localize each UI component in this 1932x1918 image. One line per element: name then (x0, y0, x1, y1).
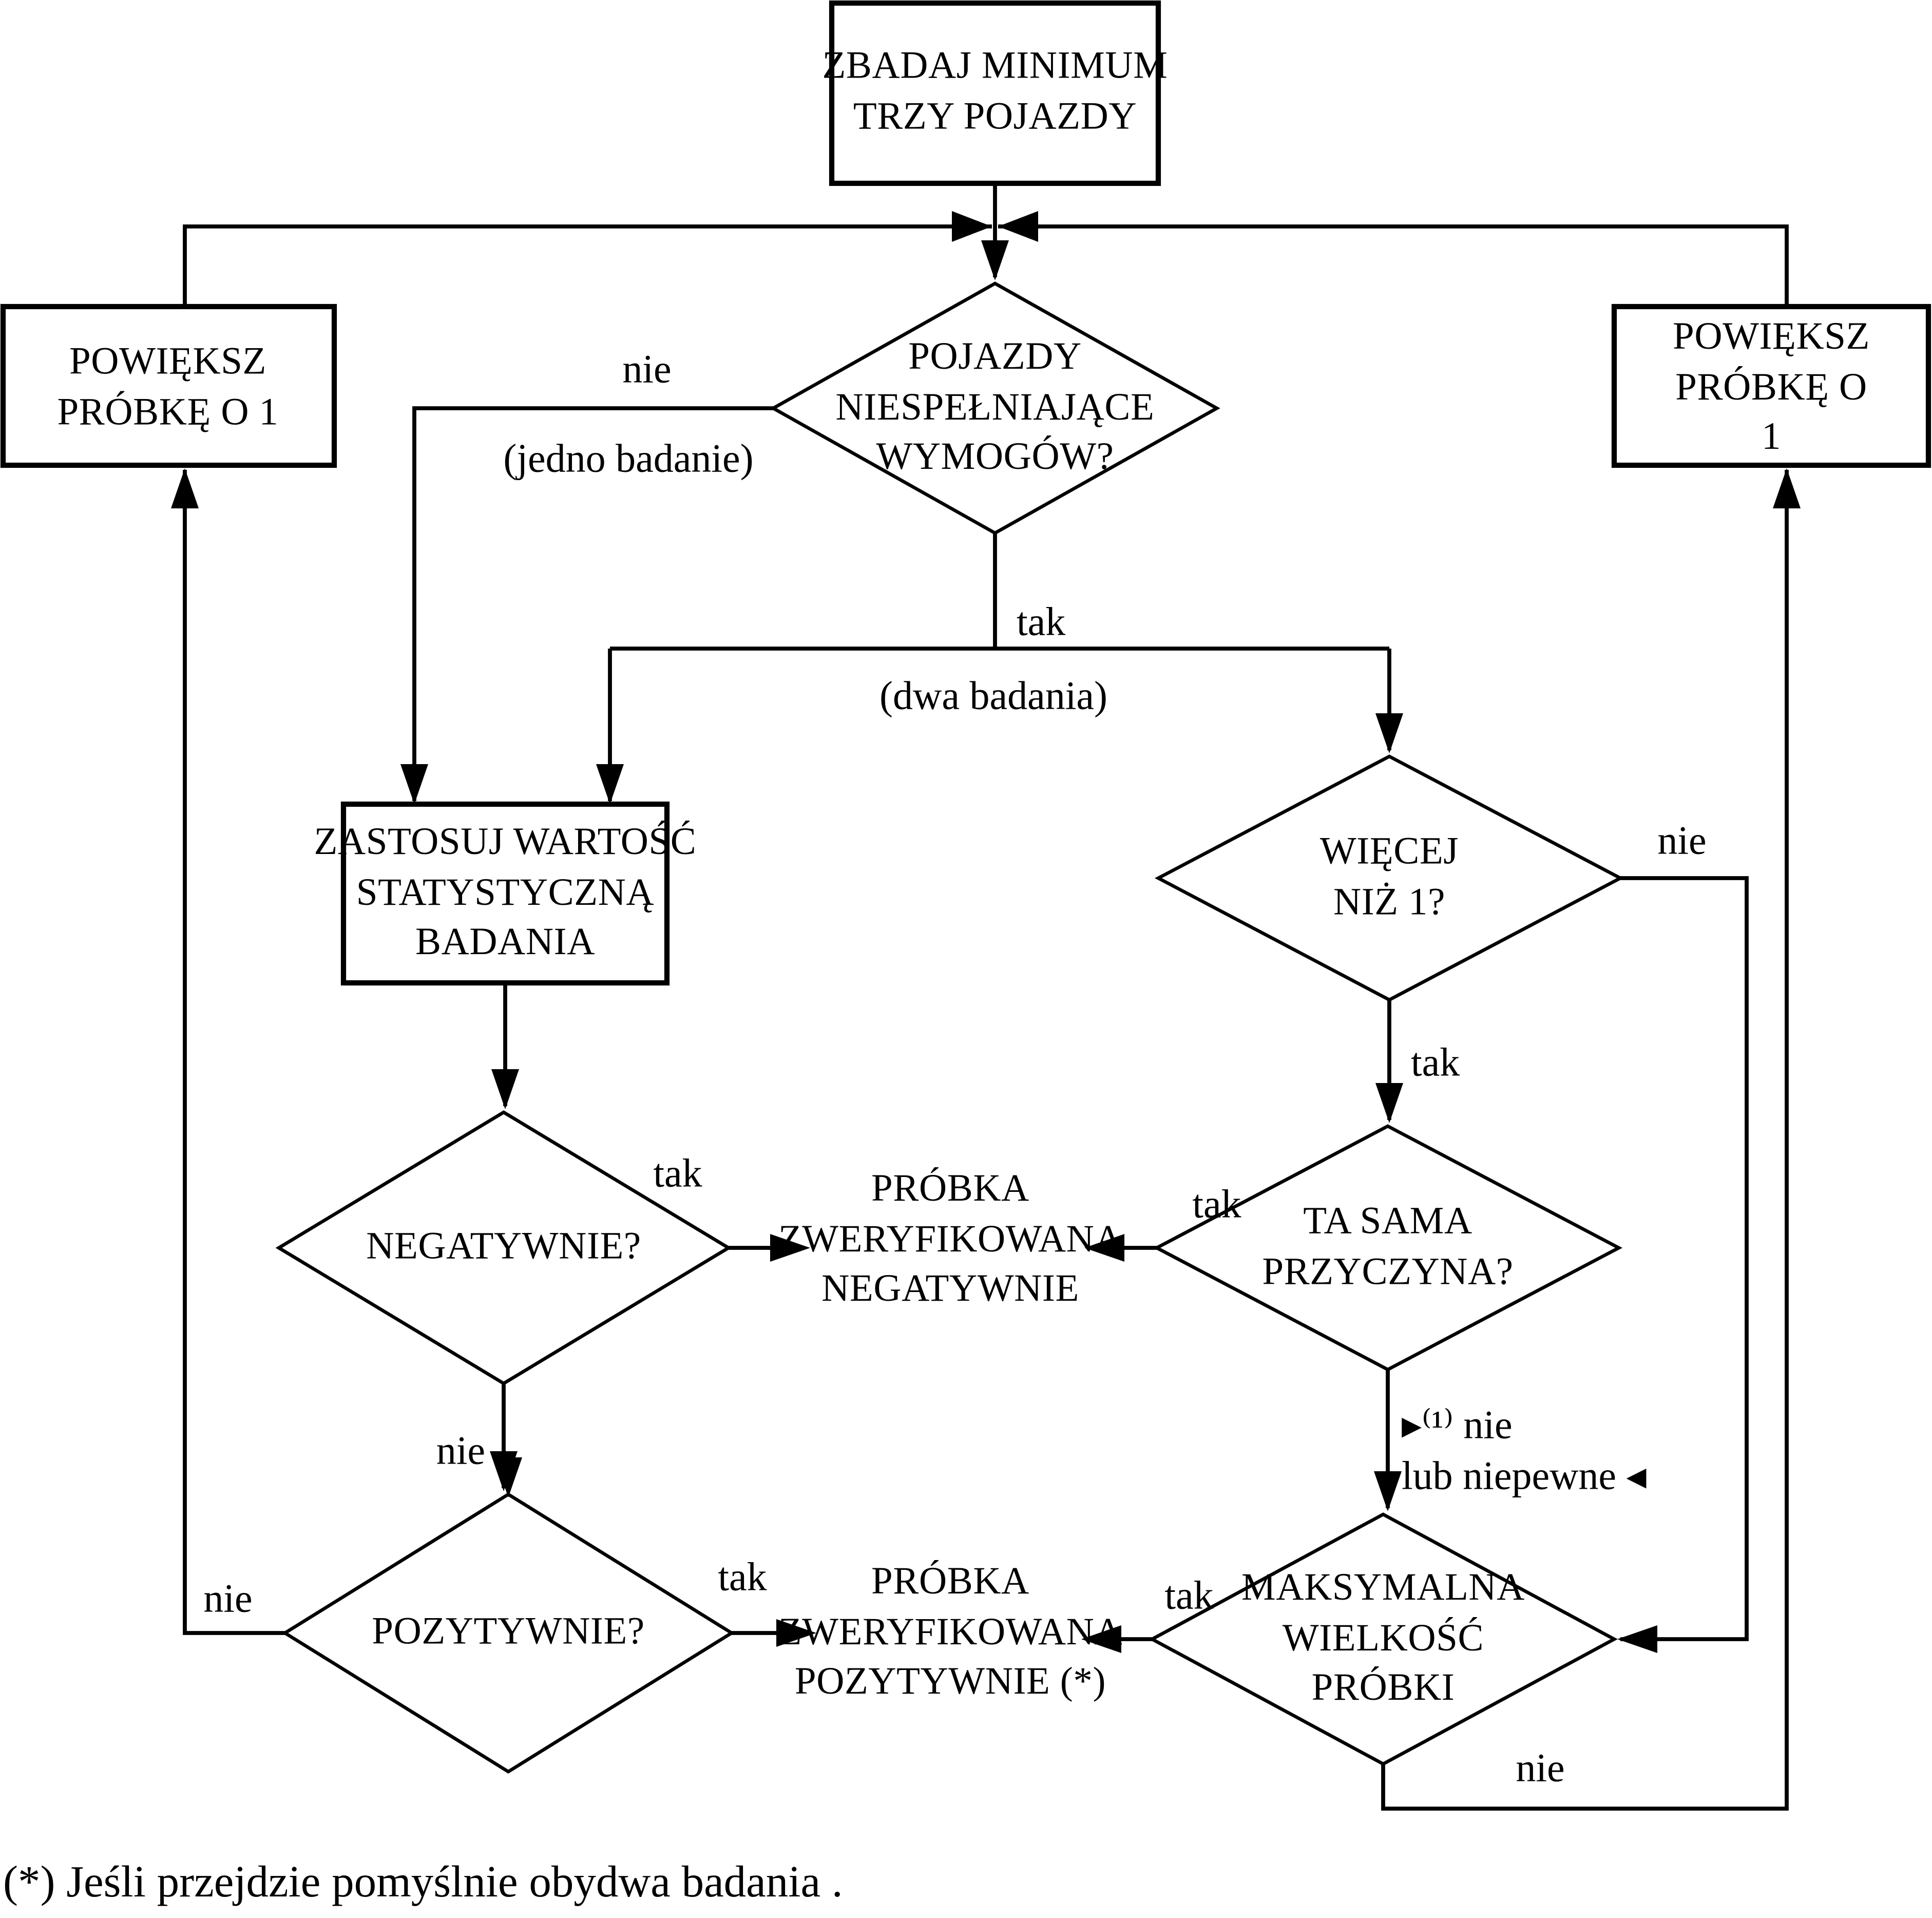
label-dwa-badania: (dwa badania) (879, 673, 1107, 718)
label-pojazdy-tak: tak (1017, 599, 1066, 644)
label-tasama-nie-lub-niepewne: ▸⁽¹⁾ nie lub niepewne ◂ (1402, 1402, 1647, 1498)
label-negatywnie-tak: tak (653, 1151, 702, 1196)
node-apply-statistic-box (340, 801, 670, 986)
edge-pojazdy-tak-split (608, 533, 1391, 802)
apply-statistic-label: ZASTOSUJ WARTOŚĆ STATYSTYCZNĄ BADANIA (314, 821, 697, 963)
arrow-into-zastosuj-left-icon (400, 764, 428, 805)
node-same-cause-diamond (1153, 1124, 1623, 1372)
arrow-into-pozytywnie-icon (494, 1457, 522, 1497)
arrow-into-maksymalna-icon (1617, 1625, 1657, 1653)
node-max-sample-size-diamond (1149, 1512, 1618, 1766)
node-enlarge-sample-right-box (1611, 303, 1931, 468)
same-cause-label: TA SAMA PRZYCZYNA? (1262, 1201, 1514, 1293)
edge-pojazdy-nie (412, 406, 773, 802)
label-jedno-badanie: (jedno badanie) (503, 436, 754, 481)
arrow-into-negatywnie-icon (491, 1069, 519, 1109)
edge-pozytywnie-nie (183, 470, 285, 1635)
node-enlarge-sample-left-box (0, 303, 337, 468)
start-box-label: ZBADAJ MINIMUM TRZY POJAZDY (822, 45, 1168, 138)
max-sample-size-label: MAKSYMALNA WIELKOŚĆ PRÓBKI (1241, 1567, 1525, 1709)
label-wiecej-tak: tak (1411, 1040, 1460, 1085)
sample-verified-negative-label: PRÓBKA ZWERYFIKOWANA NEGATYWNIE (778, 1168, 1123, 1310)
arrow-into-tasama-icon (1375, 1083, 1403, 1123)
arrow-negatywnie-tak-icon (770, 1233, 810, 1262)
arrow-maksymalna-tak-icon (1081, 1625, 1121, 1653)
label-pojazdy-nie: nie (622, 347, 672, 392)
label-negatywnie-nie: nie (436, 1428, 485, 1473)
arrow-into-right-box-icon (1772, 468, 1801, 509)
arrow-tasama-tak-icon (1084, 1233, 1124, 1262)
node-negative-diamond (275, 1110, 732, 1385)
arrow-pozytywnie-tak-icon (776, 1619, 816, 1647)
edge-maksymalna-nie (1381, 470, 1789, 1811)
node-vehicles-failing-diamond (770, 281, 1220, 535)
positive-label: POZYTYWNIE? (372, 1611, 645, 1653)
footnote: (*) Jeśli przejdzie pomyślnie obydwa bad… (3, 1858, 843, 1907)
arrow-tasama-nie-icon (1373, 1471, 1402, 1511)
edge-feedback-left-top (183, 224, 992, 307)
sample-verified-positive-label: PRÓBKA ZWERYFIKOWANA POZYTYWNIE (*) (778, 1561, 1123, 1703)
label-pozytywnie-tak: tak (718, 1554, 767, 1600)
edge-feedback-right-top (998, 224, 1789, 307)
node-positive-diamond (281, 1492, 735, 1774)
negative-label: NEGATYWNIE? (366, 1226, 641, 1268)
label-wiecej-nie: nie (1657, 818, 1707, 863)
enlarge-sample-right-label: POWIĘKSZ PRÓBKĘ O 1 (1673, 316, 1870, 458)
label-pozytywnie-nie: nie (203, 1576, 253, 1621)
edge-wiecej-nie (1620, 876, 1749, 1641)
label-tasama-tak: tak (1192, 1182, 1241, 1227)
arrow-into-wiecej-icon (1375, 713, 1403, 754)
more-than-one-label: WIĘCEJ NIŻ 1? (1319, 831, 1459, 923)
arrow-junction-left-icon (951, 211, 992, 242)
enlarge-sample-left-label: POWIĘKSZ PRÓBKĘ O 1 (57, 341, 279, 433)
arrow-into-left-box-icon (170, 468, 199, 509)
node-start-box (829, 0, 1161, 186)
vehicles-failing-label: POJAZDY NIESPEŁNIAJĄCE WYMOGÓW? (835, 336, 1155, 478)
node-more-than-one-diamond (1154, 754, 1624, 1002)
label-maksymalna-nie: nie (1516, 1745, 1565, 1791)
arrow-into-pojazdy-icon (981, 240, 1009, 281)
label-maksymalna-tak: tak (1164, 1573, 1214, 1618)
arrow-into-zastosuj-right-icon (596, 764, 624, 805)
arrow-junction-right-icon (998, 211, 1038, 242)
